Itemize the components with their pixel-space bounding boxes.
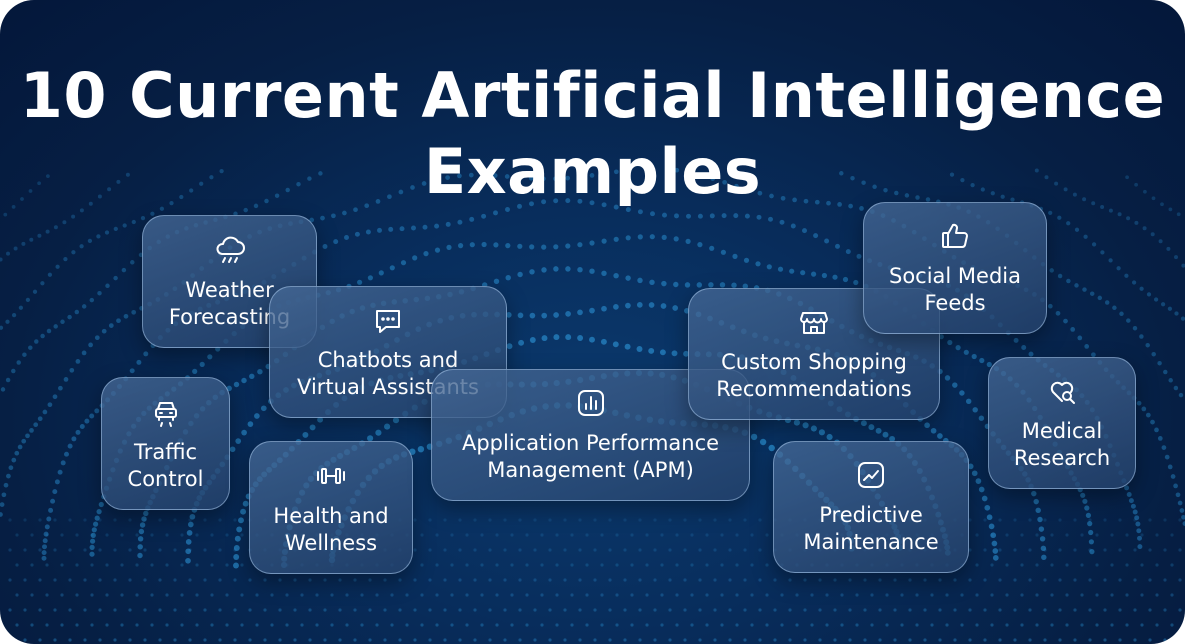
card-apm: Application Performance Management (APM) <box>431 369 750 501</box>
card-label-line-2: Feeds <box>924 291 986 315</box>
card-predictive-maintenance: Predictive Maintenance <box>773 441 969 573</box>
thumbs-up-icon <box>938 219 972 253</box>
card-social-media: Social Media Feeds <box>863 202 1047 334</box>
card-label-line-2: Maintenance <box>803 530 939 554</box>
card-label-line-1: Predictive <box>819 503 923 527</box>
card-label-line-2: Control <box>127 466 204 491</box>
heart-search-icon <box>1045 374 1079 408</box>
card-label-line-1: Social Media <box>888 264 1021 288</box>
card-label-line-1: Health and <box>273 503 389 528</box>
card-label-line-1: Medical <box>1021 419 1103 443</box>
card-label-line-1: Application Performance <box>461 431 720 455</box>
card-traffic-control: Traffic Control <box>101 377 230 510</box>
dumbbell-icon <box>314 459 348 493</box>
card-label-line-2: Recommendations <box>716 377 912 401</box>
card-health-wellness: Health and Wellness <box>249 441 413 574</box>
card-medical-research: Medical Research <box>988 357 1136 489</box>
title-line-1: 10 Current Artificial Intelligence <box>19 59 1166 132</box>
card-label-line-1: Weather <box>185 277 274 302</box>
cloud-rain-icon <box>213 233 247 267</box>
card-label-line-1: Traffic <box>133 439 198 464</box>
trend-line-icon <box>854 458 888 492</box>
card-label-line-2: Management (APM) <box>487 458 694 482</box>
chat-bubble-icon <box>371 303 405 337</box>
card-label-line-1: Custom Shopping <box>721 350 907 374</box>
page-title: 10 Current Artificial Intelligence Examp… <box>0 58 1185 210</box>
card-label-line-1: Chatbots and <box>317 348 459 372</box>
bar-chart-icon <box>574 386 608 420</box>
storefront-icon <box>797 305 831 339</box>
card-label-line-2: Wellness <box>284 530 378 555</box>
title-line-2: Examples <box>423 135 762 208</box>
card-label-line-2: Research <box>1013 446 1111 470</box>
car-icon <box>149 395 183 429</box>
